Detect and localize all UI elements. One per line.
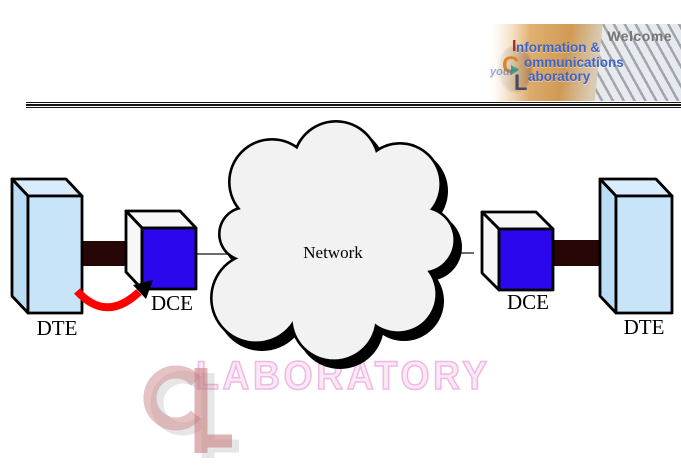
logo-line-communications: ommunications xyxy=(524,54,624,70)
network-label: Network xyxy=(303,243,363,262)
logo-fade xyxy=(490,24,530,101)
cloud-body xyxy=(212,122,454,360)
logo-initial-i: I xyxy=(512,38,517,55)
dte-left-box xyxy=(10,177,84,315)
red-arrow-head-icon xyxy=(133,280,153,299)
logo-tagline: your xyxy=(490,66,514,78)
dce-left-label: DCE xyxy=(151,291,193,315)
divider-line xyxy=(26,102,681,104)
header-divider xyxy=(26,102,681,109)
monogram-l xyxy=(194,368,232,453)
divider-line xyxy=(26,104,681,106)
logo-c-arrow-icon xyxy=(511,65,519,75)
logo-line-laboratory: aboratory xyxy=(528,69,591,84)
dce-right-box xyxy=(480,210,555,292)
dce-right-label: DCE xyxy=(507,290,549,314)
dte-left-label: DTE xyxy=(37,316,78,340)
dce-left-box xyxy=(124,209,198,291)
dte-right-label: DTE xyxy=(624,315,665,339)
icl-logo: Welcome I C L nformation & ommunications… xyxy=(490,24,681,101)
watermark-cl-monogram-icon xyxy=(143,365,239,458)
logo-line-information: nformation & xyxy=(516,40,600,55)
welcome-text: Welcome xyxy=(607,28,672,44)
red-arrow xyxy=(74,288,142,312)
logo-initial-l: L xyxy=(514,70,528,95)
logo-text-lines: nformation & ommunications aboratory xyxy=(516,40,624,85)
monogram-c xyxy=(143,365,201,431)
dte-right-box xyxy=(598,177,674,315)
divider-line xyxy=(26,106,681,108)
cable-left xyxy=(82,241,128,266)
